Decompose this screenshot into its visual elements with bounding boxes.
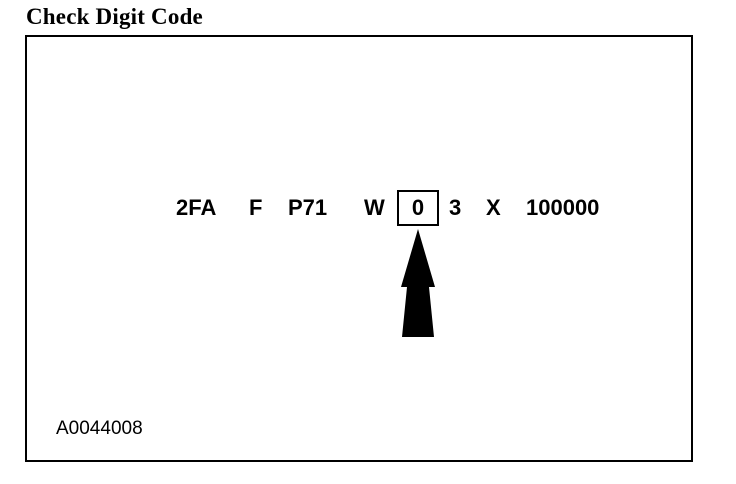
code-segment-check-digit: 0 [411,195,425,220]
code-segment-world-manufacturer: 2FA [176,195,217,220]
code-segment-model-year: 3 [449,195,462,220]
figure-id: A0044008 [56,418,143,439]
code-segment-engine: W [364,195,385,220]
code-segment-assembly-plant: X [486,195,501,220]
page-title: Check Digit Code [26,4,203,29]
code-segment-restraint: F [249,195,263,220]
code-segment-serial-number: 100000 [526,195,600,220]
diagram-frame [25,35,693,462]
check-digit-highlight-box [397,190,439,226]
up-arrow-icon [401,229,435,337]
code-segment-line-series-body: P71 [288,195,328,220]
